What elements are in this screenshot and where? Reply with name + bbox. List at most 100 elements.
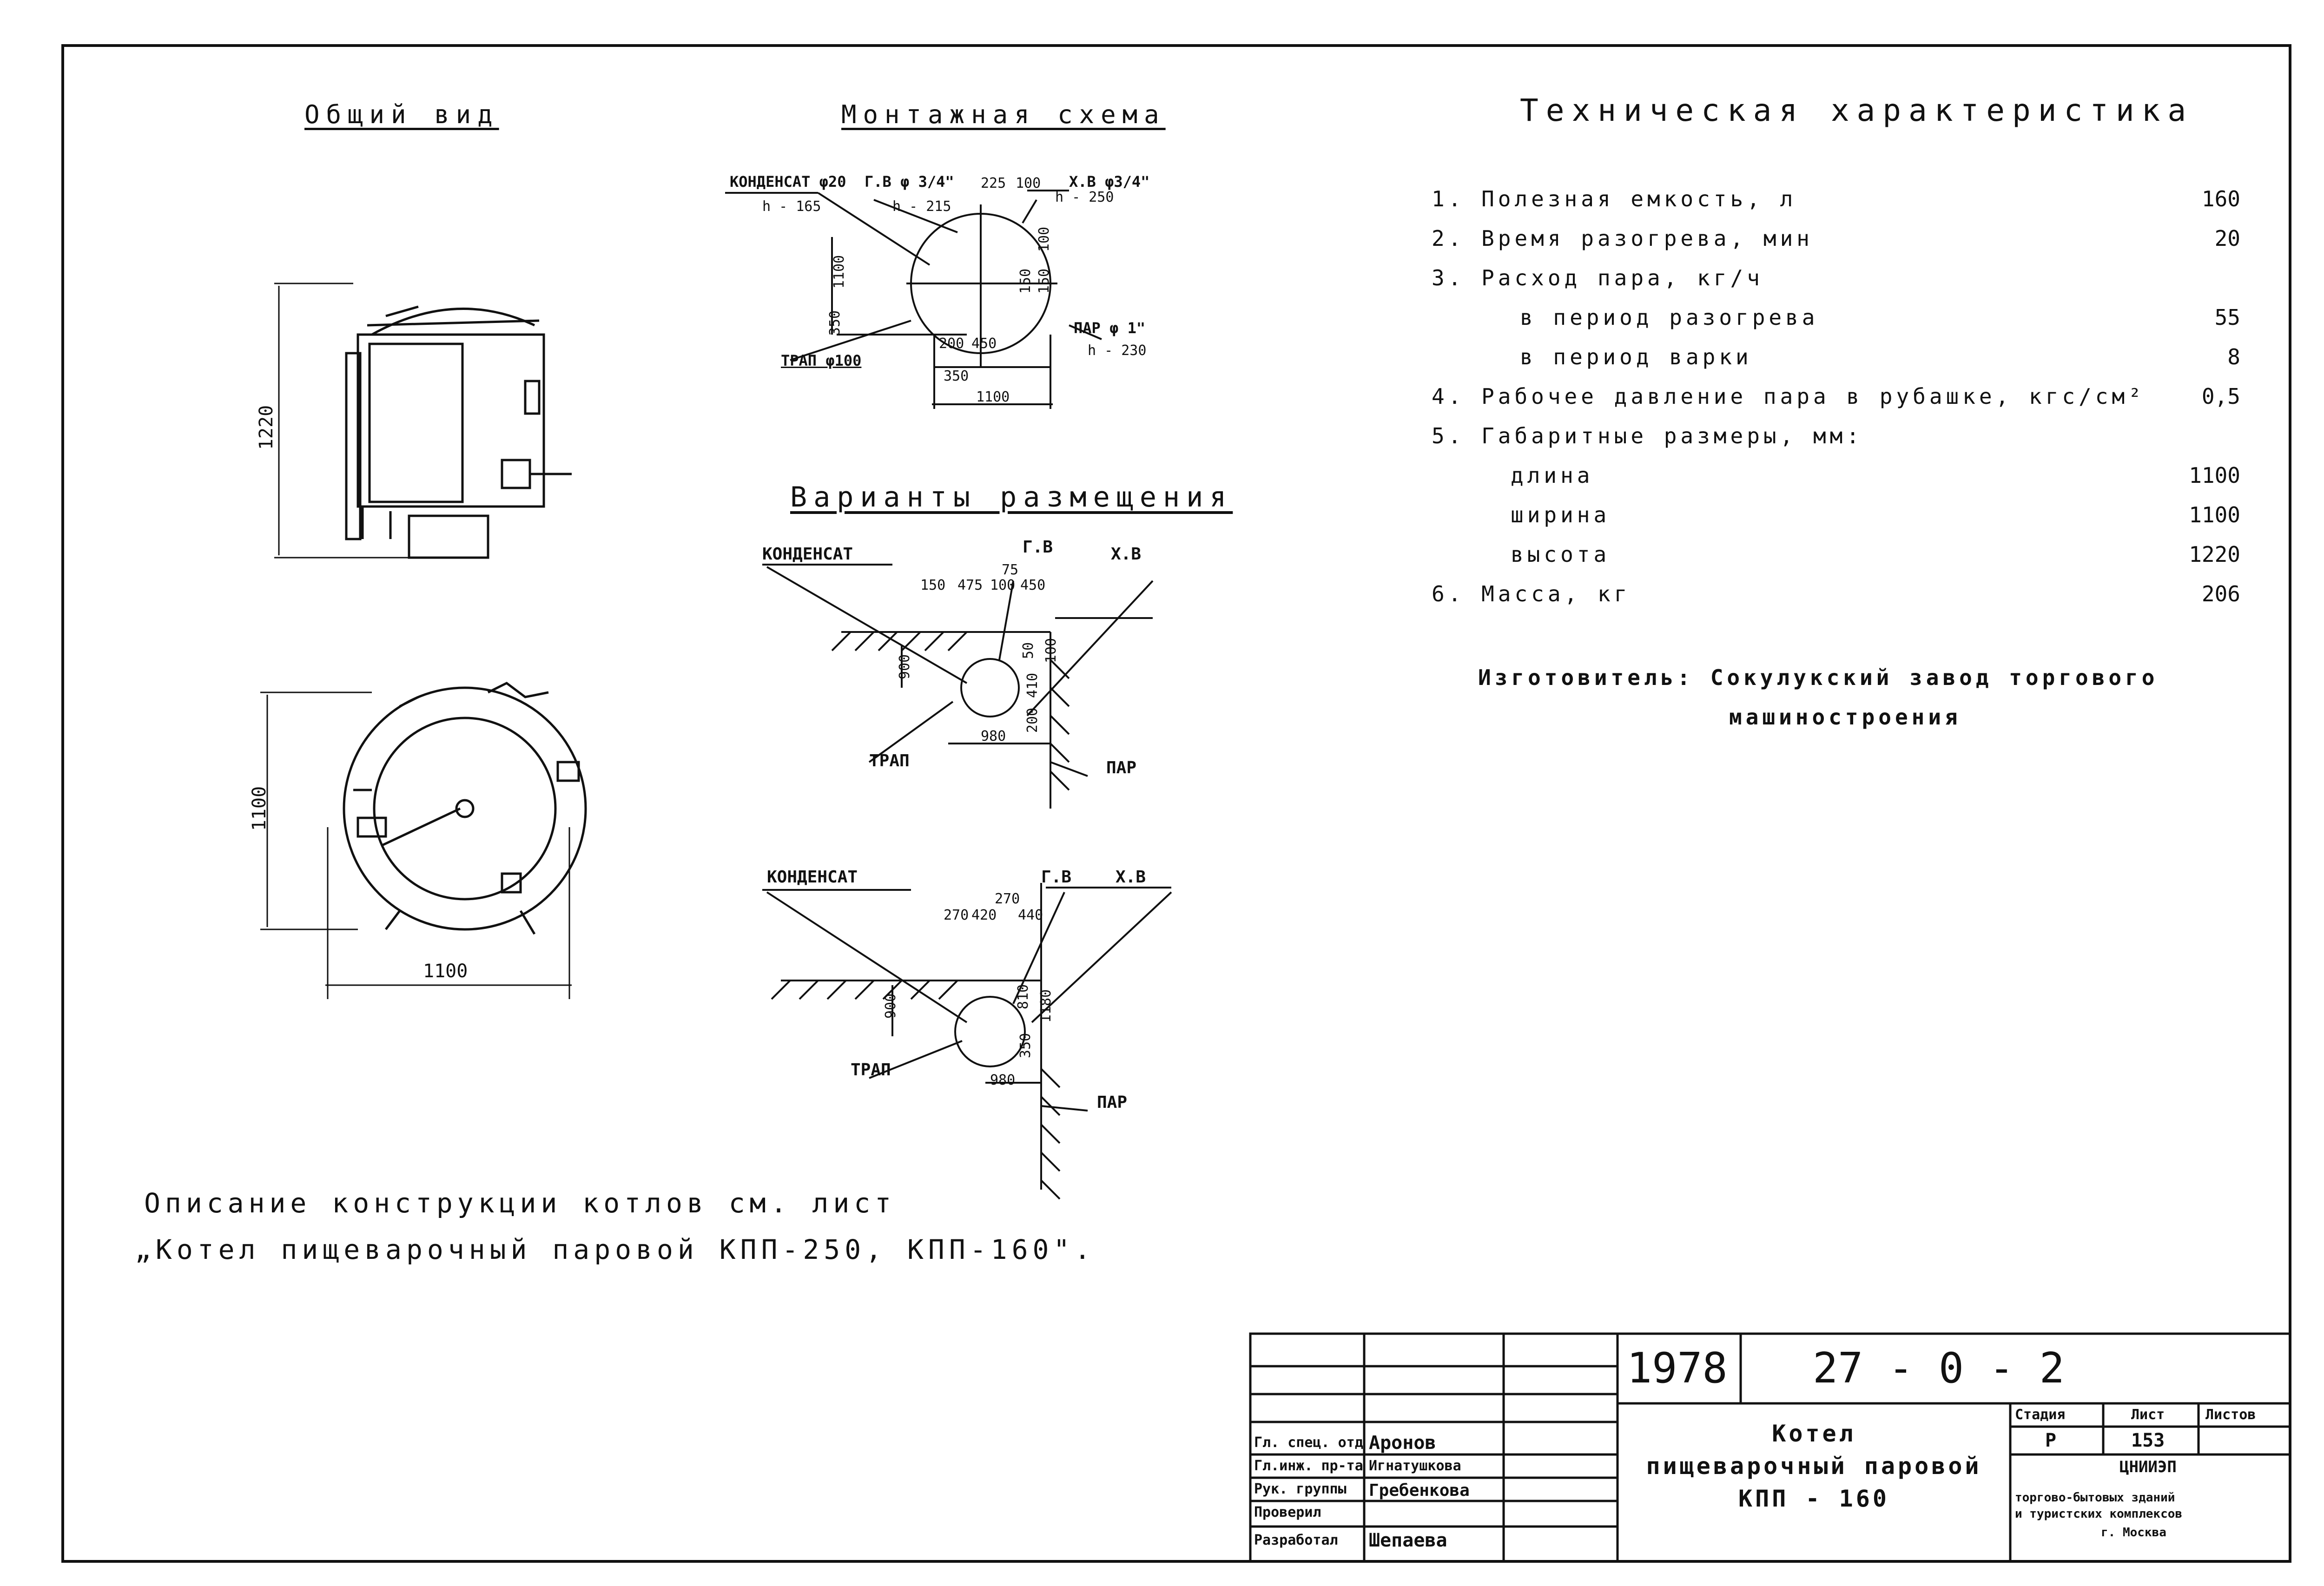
dimension-label: 450 (971, 336, 997, 352)
role-label: Гл.инж. пр-та (1254, 1458, 1363, 1474)
spec-item-label: 4. Рабочее давление пара в рубашке, кгс/… (1432, 384, 2145, 409)
drawing-code: 27 - 0 - 2 (1813, 1344, 2065, 1393)
dimension-label: 200 (1024, 707, 1041, 733)
cold-water-label: Х.В (1111, 545, 1142, 564)
item-name-line: КПП - 160 (1738, 1485, 1889, 1512)
note-line: „Котел пищеварочный паровой КПП-250, КПП… (135, 1234, 1096, 1265)
sheet-frame (61, 44, 2291, 1563)
title-block-grid (1249, 1332, 2291, 1563)
dimension-label: 450 (1020, 577, 1046, 593)
dimension-label: 75 (1002, 562, 1019, 578)
org-line: г. Москва (2101, 1526, 2166, 1540)
spec-item-value: 160 (2201, 186, 2240, 211)
spec-item-value: 1220 (2189, 542, 2240, 567)
stage-header: Стадия (2015, 1407, 2066, 1423)
item-name-line: Котел (1772, 1420, 1856, 1447)
dimension-label: 420 (971, 907, 997, 923)
spec-item-label: 6. Масса, кг (1432, 581, 1631, 606)
dimension-label: 350 (1017, 1033, 1034, 1059)
spec-item-value: 55 (2214, 305, 2240, 330)
condensate-label: КОНДЕНСАТ (767, 868, 858, 887)
dimension-label: 100 (1043, 638, 1060, 664)
item-name-line: пищеварочный паровой (1646, 1453, 1982, 1480)
dimension-label: 150 (1017, 268, 1034, 294)
spec-item-value: 20 (2214, 226, 2240, 251)
dimension-label: 50 (1020, 642, 1037, 659)
manufacturer-line: машиностроения (1729, 704, 1961, 730)
spec-item-label: 3. Расход пара, кг/ч (1432, 265, 1763, 290)
placement-variant-1-drawing (762, 564, 1154, 809)
dimension-label: 410 (1024, 672, 1041, 698)
side-view-dimension (274, 283, 409, 559)
org-line: и туристских комплексов (2015, 1507, 2183, 1521)
dimension-label: 980 (981, 728, 1006, 744)
hot-water-label: Г.В φ 3/4" (865, 173, 954, 191)
side-view-drawing (345, 305, 572, 559)
spec-item-label: в период варки (1520, 344, 1752, 369)
dimension-label: 1180 (1038, 989, 1055, 1023)
spec-item-value: 1100 (2189, 502, 2240, 527)
cold-water-label: Х.В φ3/4" (1069, 173, 1150, 191)
dimension-label: 475 (957, 577, 983, 593)
dimension-label: 100 (990, 577, 1016, 593)
drain-label: ТРАП φ100 (781, 352, 862, 369)
person-name: Шепаева (1369, 1530, 1447, 1551)
dimension-label: 100 (1036, 226, 1053, 252)
dimension-label: 350 (944, 368, 969, 384)
spec-item-label: 5. Габаритные размеры, мм: (1432, 423, 1863, 448)
dimension-label: 100 (1016, 175, 1041, 191)
person-name: Аронов (1369, 1432, 1436, 1454)
spec-item-value: 206 (2201, 581, 2240, 606)
dimension-label: 440 (1018, 907, 1043, 923)
general-view-heading: Общий вид (304, 100, 499, 129)
spec-item-value: 0,5 (2201, 384, 2240, 409)
condensate-label: КОНДЕНСАТ (762, 545, 853, 564)
dimension-label: 980 (990, 1072, 1016, 1088)
plan-view-drawing (343, 682, 587, 935)
spec-item-label: ширина (1511, 502, 1611, 527)
spec-item-value: 8 (2227, 344, 2240, 369)
dimension-label: 900 (897, 654, 913, 680)
plan-view-dimension (260, 691, 572, 999)
person-name: Игнатушкова (1369, 1458, 1461, 1474)
spec-item-label: в период разогрева (1520, 305, 1819, 330)
height-dimension: 1220 (256, 405, 277, 450)
spec-item-label: длина (1511, 463, 1594, 488)
drain-label: ТРАП (851, 1060, 891, 1079)
steam-label: ПАР (1106, 758, 1137, 777)
spec-item-label: высота (1511, 542, 1611, 567)
org-line: ЦНИИЭП (2119, 1458, 2177, 1476)
dimension-label: 350 (827, 310, 844, 336)
dimension-label: 270 (995, 891, 1020, 907)
installation-scheme-drawing (725, 190, 1102, 409)
person-name: Гребенкова (1369, 1481, 1470, 1500)
hot-water-label: Г.В (1041, 868, 1072, 887)
sheets-header: Листов (2205, 1407, 2256, 1423)
cold-water-height: h - 250 (1055, 189, 1114, 205)
role-label: Рук. группы (1254, 1481, 1347, 1497)
installation-scheme-heading: Монтажная схема (841, 100, 1166, 129)
dimension-label: 225 (981, 175, 1006, 191)
dimension-label: 150 (1036, 268, 1053, 294)
condensate-label: КОНДЕНСАТ φ20 (730, 173, 846, 191)
condensate-height: h - 165 (762, 198, 821, 215)
steam-label: ПАР φ 1" (1074, 319, 1146, 337)
tech-spec-title: Техническая характеристика (1520, 92, 2194, 128)
dimension-label: 270 (944, 907, 969, 923)
manufacturer-line: Изготовитель: Сокулукский завод торговог… (1478, 665, 2159, 690)
dimension-label: 1100 (831, 255, 848, 289)
hot-water-label: Г.В (1023, 538, 1053, 557)
org-line: торгово-бытовых зданий (2015, 1491, 2175, 1505)
role-label: Проверил (1254, 1504, 1321, 1520)
placement-options-heading: Варианты размещения (790, 481, 1233, 513)
stage-value: Р (2045, 1430, 2057, 1451)
spec-item-label: 1. Полезная емкость, л (1432, 186, 1797, 211)
note-line: Описание конструкции котлов см. лист (144, 1187, 896, 1219)
depth-dimension: 1100 (249, 786, 271, 831)
width-dimension: 1100 (423, 961, 468, 982)
drawing-year: 1978 (1627, 1344, 1728, 1393)
dimension-label: 200 (939, 336, 964, 352)
role-label: Гл. спец. отд (1254, 1435, 1363, 1451)
